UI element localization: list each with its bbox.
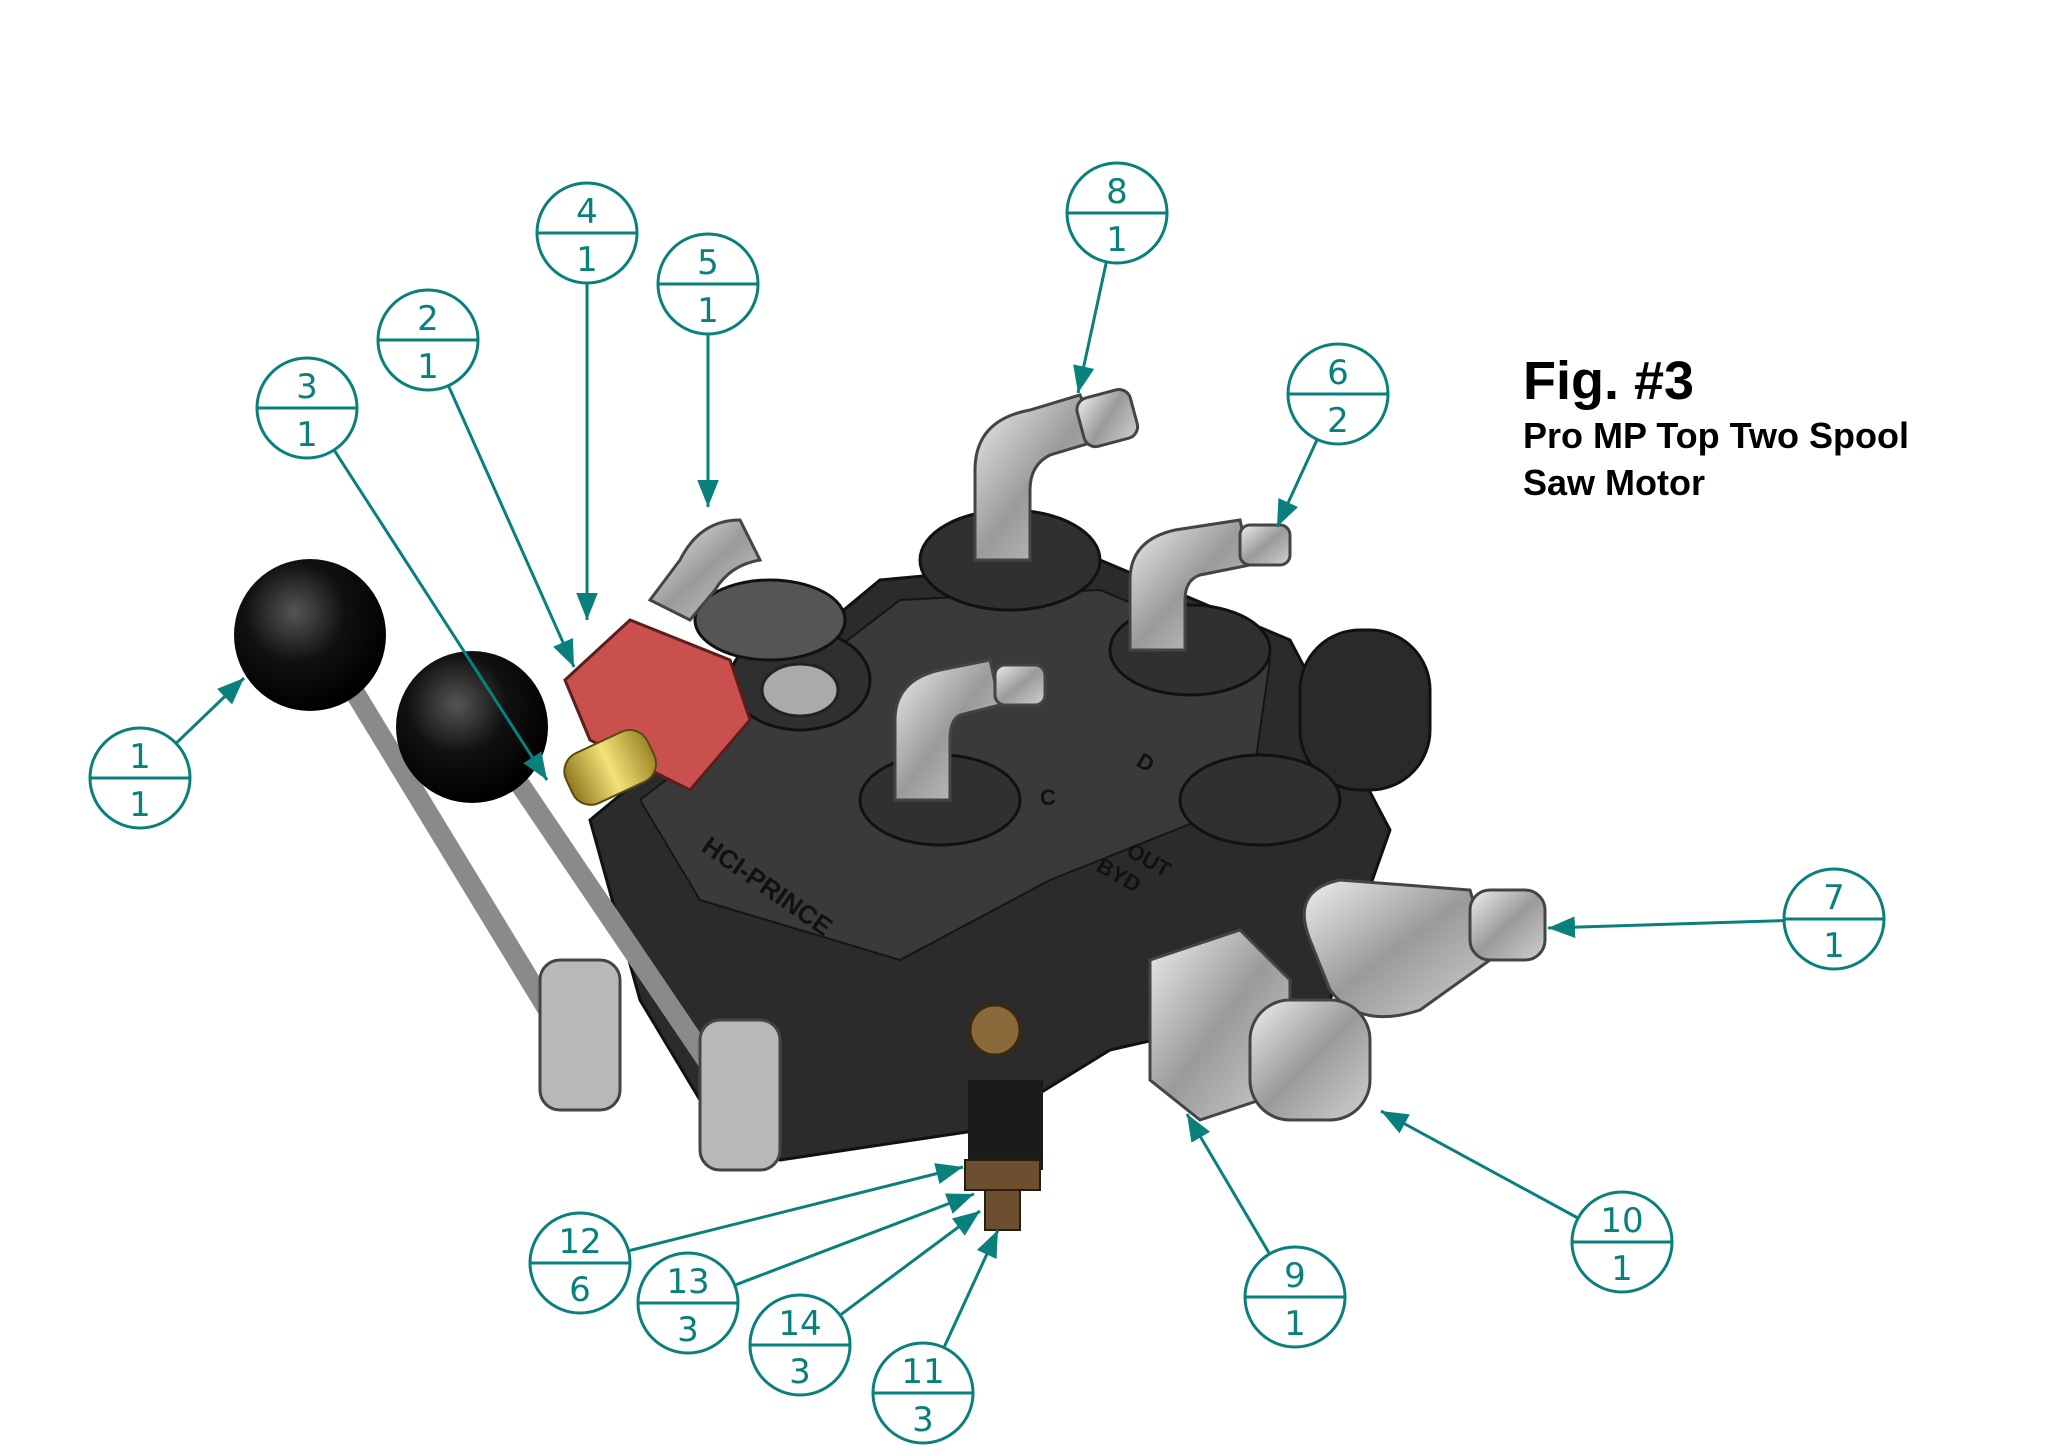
bottom-plug-tip	[984, 1189, 1021, 1231]
nipple-7	[1468, 888, 1547, 962]
item-quantity: 1	[296, 415, 318, 455]
connector-10	[1248, 998, 1372, 1122]
nipple-6	[1238, 523, 1292, 567]
leader-line	[628, 1163, 964, 1253]
bottom-plug-stem	[968, 1080, 1043, 1170]
item-number: 11	[901, 1352, 944, 1392]
item-quantity: 1	[1611, 1249, 1633, 1289]
item-number: 12	[558, 1222, 601, 1262]
nipple-8	[1075, 387, 1140, 449]
handle-lever-2	[480, 730, 730, 1090]
figure-subtitle-line2: Saw Motor	[1523, 462, 1706, 503]
item-quantity: 3	[677, 1310, 699, 1350]
handle-knob-1	[234, 559, 386, 711]
c-label: C	[1040, 785, 1056, 810]
leader-line	[175, 676, 246, 745]
leader-line	[1547, 916, 1785, 938]
item-number: 5	[697, 243, 719, 283]
item-quantity: 3	[912, 1400, 934, 1440]
bottom-plug-nut	[964, 1159, 1041, 1191]
leader-line	[1380, 1109, 1579, 1220]
boss-out	[1178, 753, 1342, 847]
balloon-13: 133	[636, 1192, 975, 1355]
item-quantity: 2	[1327, 401, 1349, 441]
balloon-8: 81	[1065, 161, 1169, 394]
linkage-bracket-2	[698, 1018, 782, 1172]
figure-title-block: Fig. #3 Pro MP Top Two Spool Saw Motor	[1523, 350, 1909, 506]
leader-line	[839, 1209, 981, 1317]
port-cap	[693, 578, 847, 662]
balloon-12: 126	[528, 1163, 964, 1315]
item-quantity: 3	[789, 1352, 811, 1392]
balloon-2: 21	[376, 288, 576, 668]
valve-body: HCI-PRINCE OUT BYD C D	[234, 387, 1547, 1231]
balloon-10: 101	[1380, 1109, 1674, 1294]
balloon-6: 62	[1275, 342, 1390, 528]
balloon-1: 11	[88, 676, 246, 830]
linkage-bracket	[538, 958, 622, 1112]
port-opening	[760, 662, 840, 718]
flange-bolt	[968, 1003, 1022, 1057]
item-number: 7	[1823, 878, 1845, 918]
leader-line	[332, 449, 549, 781]
elbow-fitting-5	[647, 518, 763, 622]
leader-line	[942, 1229, 1000, 1349]
balloon-14: 143	[748, 1209, 981, 1397]
leader-line	[1275, 438, 1319, 528]
side-cylinder	[1298, 628, 1432, 792]
figure-subtitle-line1: Pro MP Top Two Spool	[1523, 415, 1909, 456]
elbow-fitting-8	[973, 393, 1103, 562]
balloon-3: 31	[255, 356, 549, 781]
item-quantity: 1	[129, 785, 151, 825]
figure-number: Fig. #3	[1523, 351, 1695, 411]
leader-line	[1073, 261, 1108, 394]
item-quantity: 1	[417, 347, 439, 387]
handle-lever-1	[325, 650, 570, 1040]
nipple-c	[993, 663, 1047, 707]
leader-line	[734, 1192, 975, 1287]
item-number: 6	[1327, 353, 1349, 393]
item-number: 9	[1284, 1256, 1306, 1296]
item-number: 10	[1600, 1201, 1643, 1241]
item-number: 2	[417, 299, 439, 339]
item-quantity: 6	[569, 1270, 591, 1310]
balloon-7: 71	[1547, 867, 1886, 971]
item-quantity: 1	[697, 291, 719, 331]
balloon-11: 113	[871, 1229, 1000, 1445]
item-number: 8	[1106, 172, 1128, 212]
item-quantity: 1	[1106, 220, 1128, 260]
handle-knob-2	[396, 651, 548, 803]
item-quantity: 1	[576, 240, 598, 280]
item-number: 1	[129, 737, 151, 777]
item-number: 13	[666, 1262, 709, 1302]
item-number: 14	[778, 1304, 821, 1344]
balloon-4: 41	[535, 181, 639, 620]
brass-sleeve	[563, 729, 658, 806]
leader-line	[447, 385, 576, 668]
balloon-9: 91	[1185, 1113, 1347, 1349]
item-quantity: 1	[1823, 926, 1845, 966]
balloon-5: 51	[656, 232, 760, 507]
item-quantity: 1	[1284, 1304, 1306, 1344]
leader-line	[1185, 1113, 1271, 1255]
item-number: 4	[576, 192, 598, 232]
item-number: 3	[296, 367, 318, 407]
